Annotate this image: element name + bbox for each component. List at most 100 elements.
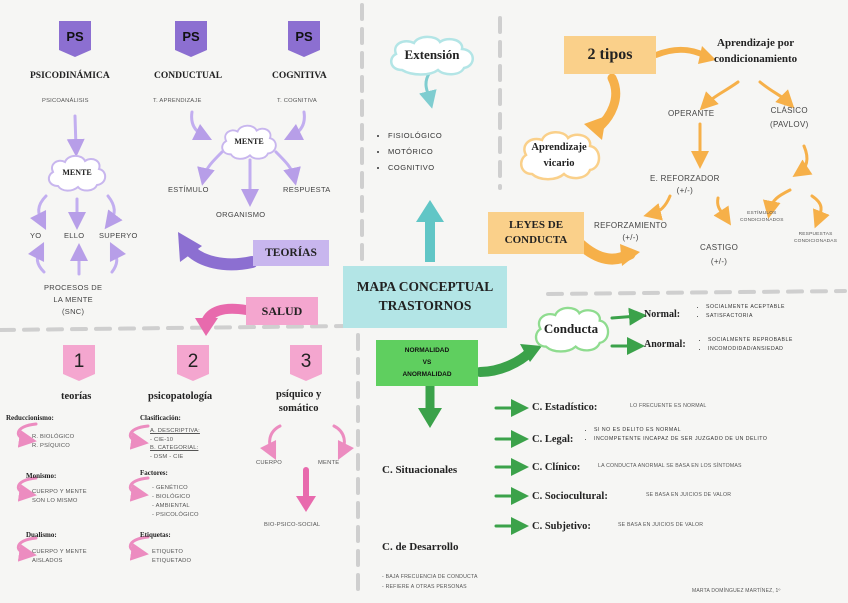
criterio-legal-item: INCOMPETENTE INCAPAZ DE SER JUZGADO DE U… xyxy=(594,435,767,444)
salud-group-items: CUERPO Y MENTE SON LO MISMO xyxy=(32,488,87,506)
node-reforzamiento: REFORZAMIENTO (+/-) xyxy=(594,220,667,244)
node-procesos-mente: PROCESOS DE LA MENTE (SNC) xyxy=(44,282,102,318)
salud-item: ETIQUETADO xyxy=(152,558,192,564)
procesos-line-1: PROCESOS DE xyxy=(44,283,103,292)
extension-cloud: Extensión xyxy=(384,34,480,76)
salud-item: - PSICOLÓGICO xyxy=(152,512,199,518)
ps-badge-label: PS xyxy=(182,29,200,44)
school-psicodinamica: PSICODINÁMICA xyxy=(30,71,110,81)
est-cond-line-2: CONDICIONADOS xyxy=(740,218,784,223)
node-mente: MENTE xyxy=(318,460,340,466)
leyes-de-conducta-box: LEYES DE CONDUCTA xyxy=(488,212,584,254)
central-title-line-2: TRASTORNOS xyxy=(378,298,472,313)
school-psicodinamica-sub: PSICOANÁLISIS xyxy=(42,98,89,104)
situacionales-label: C. Situacionales xyxy=(382,464,458,476)
salud-item: - BIOLÓGICO xyxy=(152,494,191,500)
conductual-ps-badge: PS xyxy=(174,20,208,58)
salud-col1-title: teorías xyxy=(61,391,92,402)
ps-badge-label: PS xyxy=(295,29,313,44)
salud-group-items: A. DESCRIPTIVA: - CIE-10 B. CATEGORIAL: … xyxy=(150,427,200,461)
conducta-anormal-item: SOCIALMENTE REPROBABLE xyxy=(708,336,793,345)
extension-item: MOTÓRICO xyxy=(388,144,442,160)
salud-item: - DSM - CIE xyxy=(150,453,184,460)
salud-item: R. PSÍQUICO xyxy=(32,443,70,449)
node-ello: ELLO xyxy=(64,231,85,240)
procesos-line-2: LA MENTE xyxy=(53,295,93,304)
salud-col3-title-line-1: psíquico y xyxy=(276,389,322,400)
aprendizaje-cond-line-1: Aprendizaje por xyxy=(717,37,795,49)
salud-group-head: Reduccionismo: xyxy=(6,414,54,422)
desarrollo-item: - REFIERE A OTRAS PERSONAS xyxy=(382,584,467,590)
teorias-label: TEORÍAS xyxy=(253,240,329,266)
leyes-line-1: LEYES DE xyxy=(508,219,564,231)
salud-group-items: ETIQUETO ETIQUETADO xyxy=(152,548,191,566)
conducta-title: Conducta xyxy=(543,321,599,336)
ps-badge-label: PS xyxy=(66,29,84,44)
school-cognitiva-sub: T. COGNITIVA xyxy=(277,98,317,104)
criterio-legal-item: SI NO ES DELITO ES NORMAL xyxy=(594,426,767,435)
criterio-sociocultural-label: C. Sociocultural: xyxy=(532,491,608,502)
criterio-subjetivo-label: C. Subjetivo: xyxy=(532,521,591,532)
castigo-line-1: CASTIGO xyxy=(700,243,739,252)
salud-item: R. BIOLÓGICO xyxy=(32,434,75,440)
reforzamiento-line-1: REFORZAMIENTO xyxy=(594,221,668,230)
extension-item: COGNITIVO xyxy=(388,160,442,176)
node-bio-psico-social: BIO-PSICO-SOCIAL xyxy=(264,522,321,528)
conducta-normal-item: SOCIALMENTE ACEPTABLE xyxy=(706,303,785,312)
salud-item: CUERPO Y MENTE xyxy=(32,489,87,495)
est-cond-line-1: ESTÍMULOS xyxy=(747,211,777,216)
resp-cond-line-2: CONDICIONADAS xyxy=(794,239,838,244)
salud-group-head: Clasificación: xyxy=(140,414,181,422)
extension-title: Extensión xyxy=(404,47,460,62)
node-operante: OPERANTE xyxy=(668,109,715,118)
reforzamiento-line-2: (+/-) xyxy=(622,233,639,242)
procesos-line-3: (SNC) xyxy=(61,307,85,316)
criterio-clinico-item: LA CONDUCTA ANORMAL SE BASA EN LOS SÍNTO… xyxy=(598,463,742,469)
salud-group-head: Etiquetas: xyxy=(140,531,171,539)
salud-item: SON LO MISMO xyxy=(32,498,78,504)
school-conductual: CONDUCTUAL xyxy=(154,71,223,81)
vicario-line-2: vicario xyxy=(543,158,575,169)
extension-item: FISIOLÓGICO xyxy=(388,128,442,144)
salud-item: - CIE-10 xyxy=(150,436,174,443)
node-yo: YO xyxy=(30,231,42,240)
leyes-line-2: CONDUCTA xyxy=(504,234,568,246)
node-clasico: CLÁSICO (PAVLOV) xyxy=(770,104,809,132)
salud-item: CUERPO Y MENTE xyxy=(32,549,87,555)
vicario-cloud: Aprendizaje vicario xyxy=(516,128,602,182)
castigo-line-2: (+/-) xyxy=(710,257,728,266)
normalidad-line-2: VS xyxy=(422,359,432,366)
node-respuestas-condicionadas: RESPUESTAS CONDICIONADAS xyxy=(794,231,837,245)
node-estimulo: ESTÍMULO xyxy=(168,185,209,194)
criterio-legal-list: SI NO ES DELITO ES NORMAL INCOMPETENTE I… xyxy=(584,426,767,444)
aprendizaje-condicionamiento: Aprendizaje por condicionamiento xyxy=(714,35,797,67)
mente-label: MENTE xyxy=(234,137,264,146)
salud-num-label: 2 xyxy=(187,351,199,372)
salud-group-items: - GENÉTICO - BIOLÓGICO - AMBIENTAL - PSI… xyxy=(152,484,199,520)
conducta-normal-label: Normal: xyxy=(644,309,681,320)
conducta-normal-item: SATISFACTORIA xyxy=(706,312,785,321)
conducta-anormal-item: INCOMODIDAD/ANSIEDAD xyxy=(708,345,793,354)
normalidad-box: NORMALIDAD VS ANORMALIDAD xyxy=(376,340,478,386)
e-reforzador-line-2: (+/-) xyxy=(676,186,694,195)
mente-label: MENTE xyxy=(62,168,92,177)
criterio-clinico-label: C. Clínico: xyxy=(532,462,581,473)
salud-col3-title-line-2: somático xyxy=(278,403,319,414)
node-estimulos-condicionados: ESTÍMULOS CONDICIONADOS xyxy=(740,210,784,224)
node-respuesta: RESPUESTA xyxy=(283,185,331,194)
conducta-anormal-list: SOCIALMENTE REPROBABLE INCOMODIDAD/ANSIE… xyxy=(698,336,793,353)
clasico-line-1: CLÁSICO xyxy=(770,106,808,115)
salud-group-head: Factores: xyxy=(140,469,168,477)
normalidad-line-3: ANORMALIDAD xyxy=(402,371,452,378)
psicodinamica-ps-badge: PS xyxy=(58,20,92,58)
normalidad-line-1: NORMALIDAD xyxy=(404,347,450,354)
salud-item: A. DESCRIPTIVA: xyxy=(150,428,200,434)
salud-group-head: Dualismo: xyxy=(26,531,57,539)
salud-item: - GENÉTICO xyxy=(152,485,188,491)
salud-col3-title: psíquico y somático xyxy=(276,388,321,416)
school-cognitiva: COGNITIVA xyxy=(272,71,327,81)
mente-cloud-conductual: MENTE xyxy=(214,122,284,162)
node-castigo: CASTIGO (+/-) xyxy=(700,241,738,269)
salud-item: - AMBIENTAL xyxy=(152,503,190,509)
salud-col2-title: psicopatología xyxy=(148,391,213,402)
